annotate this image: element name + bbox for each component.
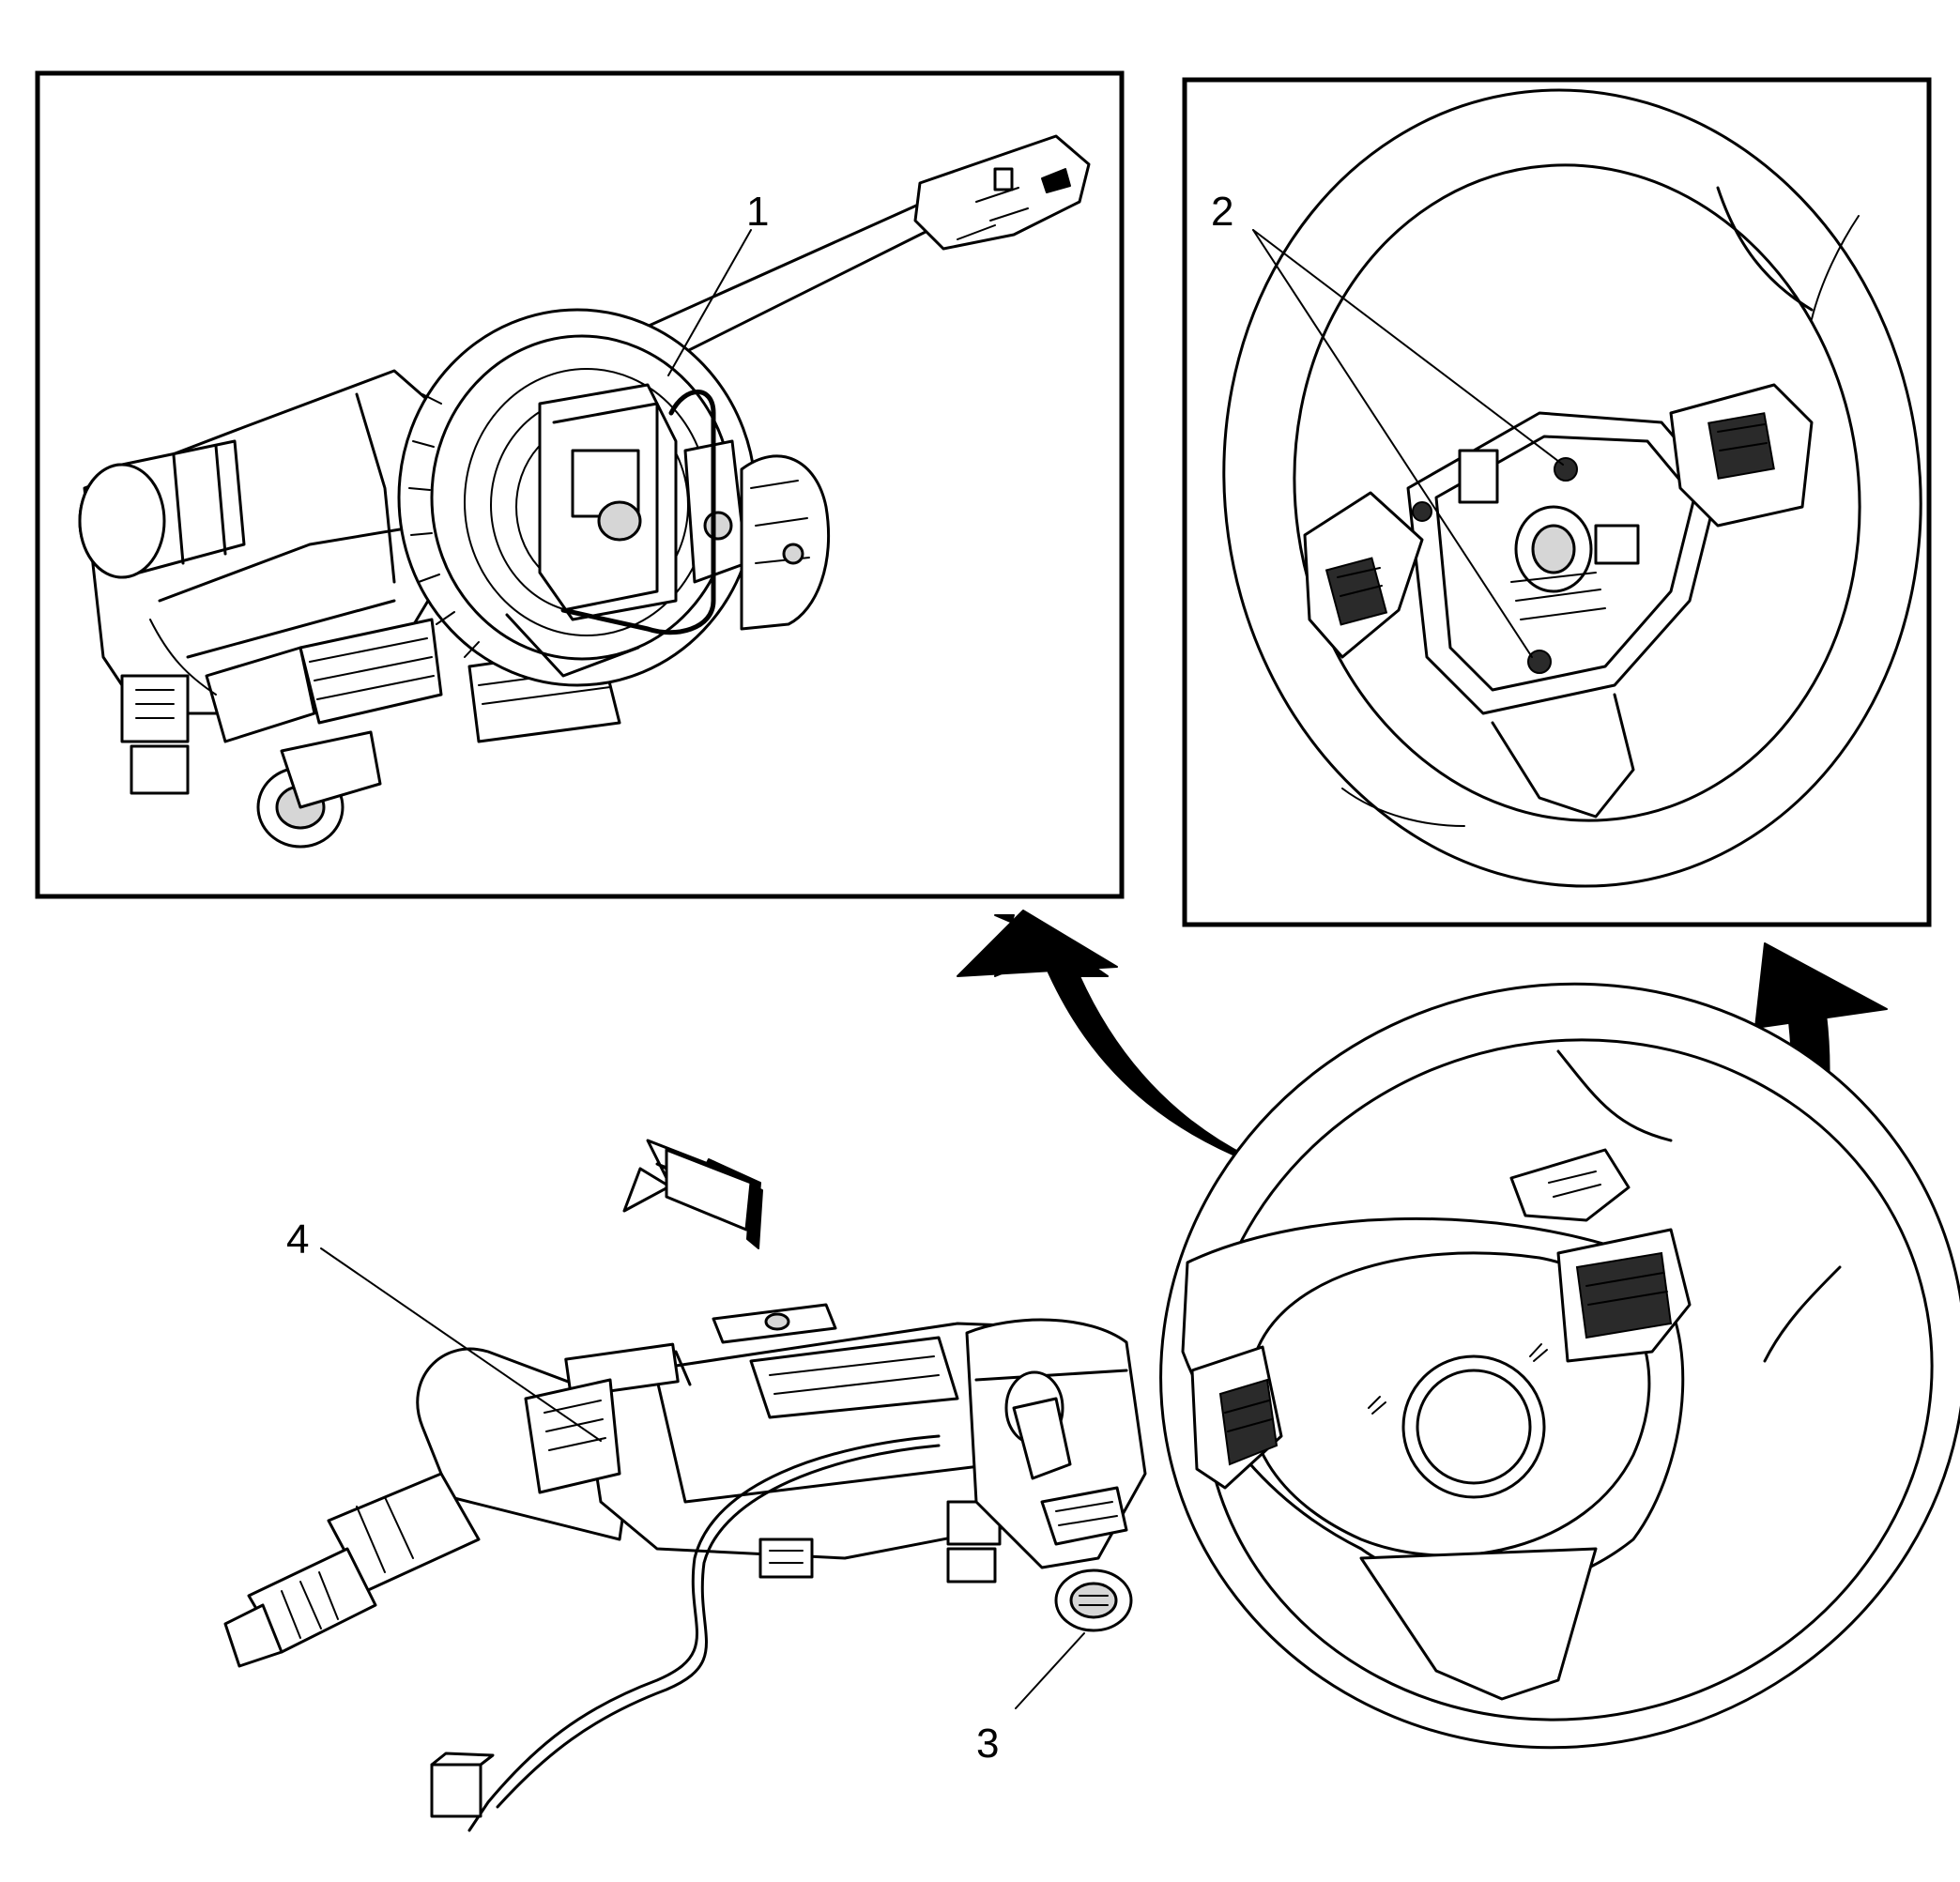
- callout-1: 1: [746, 189, 769, 235]
- right-steering-wheel-switch: [1556, 1228, 1692, 1363]
- callout-3: 3: [976, 1721, 999, 1767]
- clockspring: [397, 308, 758, 687]
- wheel-hub-back: [1406, 411, 1720, 715]
- callout-1-leader: [667, 229, 752, 376]
- ignition-housing: [740, 454, 831, 631]
- callout-3-leader: [1015, 1632, 1085, 1709]
- callout-4-leader: [320, 1247, 602, 1442]
- callout-2-leader-b: [1252, 229, 1533, 658]
- forward-direction-arrow: [622, 1139, 763, 1249]
- detail-panel-clockspring: 1: [35, 70, 1125, 899]
- callout-2: 2: [1211, 189, 1233, 235]
- curved-arrow-to-panel-1: [957, 910, 1353, 1193]
- steering-column-assembly: 3 4: [223, 982, 1960, 1832]
- right-control-switch: [1669, 383, 1814, 528]
- steering-angle-sensor: [1054, 1568, 1133, 1632]
- callout-2-leader-a: [1252, 229, 1564, 466]
- column-shroud: [965, 1318, 1147, 1569]
- detail-panel-steering-wheel: 2: [1182, 77, 1932, 927]
- turn-signal-lever: [599, 134, 1091, 387]
- column-housing: [78, 369, 452, 715]
- wiring-harness: [430, 1434, 941, 1832]
- callout-4: 4: [286, 1216, 309, 1262]
- left-control-switch: [1303, 491, 1424, 659]
- steering-wheel: [1159, 982, 1960, 1750]
- left-steering-wheel-switch: [1190, 1345, 1283, 1490]
